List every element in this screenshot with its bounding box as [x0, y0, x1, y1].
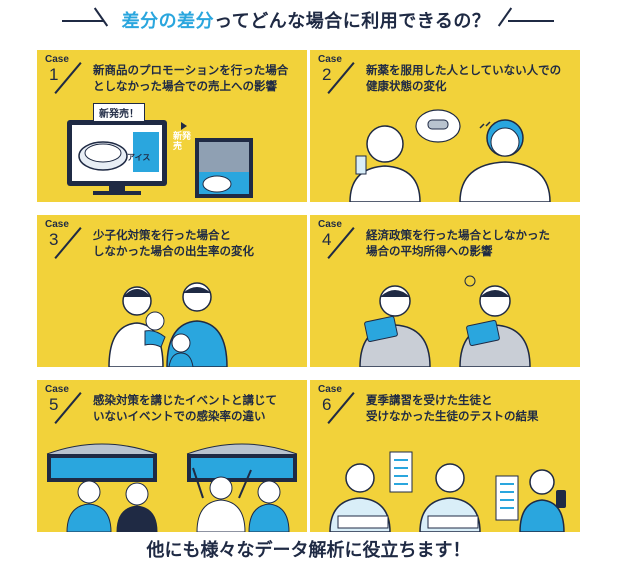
- title-accent: 差分の差分: [121, 11, 215, 32]
- case-number: 1: [49, 65, 59, 84]
- case-label: Case: [318, 54, 342, 65]
- case-card-1: Case 1 新商品のプロモーションを行った場合 としなかった場合での売上への影…: [37, 50, 307, 202]
- new-release-tag: 新発売: [173, 132, 192, 152]
- case-tab: Case 1: [37, 50, 82, 102]
- case-tab: Case 4: [310, 215, 355, 267]
- new-release-badge: 新発売！: [93, 103, 145, 122]
- case-desc-line: 少子化対策を行った場合と: [93, 228, 231, 242]
- case-card-2: Case 2 新薬を服用した人としていない人での 健康状態の変化: [310, 50, 580, 202]
- case-number: 2: [322, 65, 332, 84]
- case-tab: Case 5: [37, 380, 82, 432]
- summer-course-illustration: [329, 451, 566, 532]
- case-tab: Case 6: [310, 380, 355, 432]
- income-comparison-illustration: [359, 275, 531, 367]
- footer-message: 他にも様々なデータ解析に役立ちます！: [146, 540, 471, 561]
- case-desc-line: いないイベントでの感染率の違い: [93, 409, 266, 423]
- case-label: Case: [45, 219, 69, 230]
- case-card-6: Case 6 夏季講習を受けた生徒と 受けなかった生徒のテストの結果: [310, 380, 580, 532]
- family-illustration: [108, 282, 228, 367]
- case-label: Case: [318, 384, 342, 395]
- case-description: 夏季講習を受けた生徒と 受けなかった生徒のテストの結果: [366, 392, 571, 424]
- case-desc-line: 新商品のプロモーションを行った場合: [93, 63, 289, 77]
- case-desc-line: 新薬を服用した人としていない人での: [366, 63, 562, 77]
- header: 差分の差分ってどんな場合に利用できるの？: [0, 0, 617, 40]
- case-number: 6: [322, 395, 332, 414]
- product-label: アイス: [127, 153, 151, 162]
- case-card-5: Case 5 感染対策を講じたイベントと講じて いないイベントでの感染率の違い: [37, 380, 307, 532]
- case-description: 新商品のプロモーションを行った場合 としなかった場合での売上への影響: [93, 62, 298, 94]
- case-desc-line: しなかった場合の出生率の変化: [93, 244, 254, 258]
- case-desc-line: 受けなかった生徒のテストの結果: [366, 409, 539, 423]
- event-infection-illustration: [46, 443, 298, 532]
- header-rule-left: [62, 20, 104, 22]
- header-slash-left: [93, 7, 109, 27]
- case-card-3: Case 3 少子化対策を行った場合と しなかった場合の出生率の変化: [37, 215, 307, 367]
- title-rest: ってどんな場合に利用できるの？: [214, 11, 491, 32]
- page-title: 差分の差分ってどんな場合に利用できるの？: [110, 7, 502, 33]
- case-description: 少子化対策を行った場合と しなかった場合の出生率の変化: [93, 227, 298, 259]
- case-description: 新薬を服用した人としていない人での 健康状態の変化: [366, 62, 571, 94]
- case-desc-line: としなかった場合での売上への影響: [93, 79, 277, 93]
- header-rule-right: [508, 20, 554, 22]
- case-number: 4: [322, 230, 332, 249]
- case-label: Case: [45, 54, 69, 65]
- medicine-comparison-illustration: [349, 109, 551, 202]
- case-desc-line: 健康状態の変化: [366, 79, 447, 93]
- case-number: 3: [49, 230, 59, 249]
- case-desc-line: 感染対策を講じたイベントと講じて: [93, 393, 277, 407]
- case-desc-line: 夏季講習を受けた生徒と: [366, 393, 493, 407]
- tv-promotion-illustration: [67, 120, 253, 198]
- case-label: Case: [45, 384, 69, 395]
- case-desc-line: 場合の平均所得への影響: [366, 244, 493, 258]
- case-description: 感染対策を講じたイベントと講じて いないイベントでの感染率の違い: [93, 392, 298, 424]
- case-description: 経済政策を行った場合としなかった 場合の平均所得への影響: [366, 227, 571, 259]
- case-tab: Case 2: [310, 50, 355, 102]
- case-tab: Case 3: [37, 215, 82, 267]
- case-label: Case: [318, 219, 342, 230]
- case-card-4: Case 4 経済政策を行った場合としなかった 場合の平均所得への影響: [310, 215, 580, 367]
- case-number: 5: [49, 395, 59, 414]
- case-desc-line: 経済政策を行った場合としなかった: [366, 228, 550, 242]
